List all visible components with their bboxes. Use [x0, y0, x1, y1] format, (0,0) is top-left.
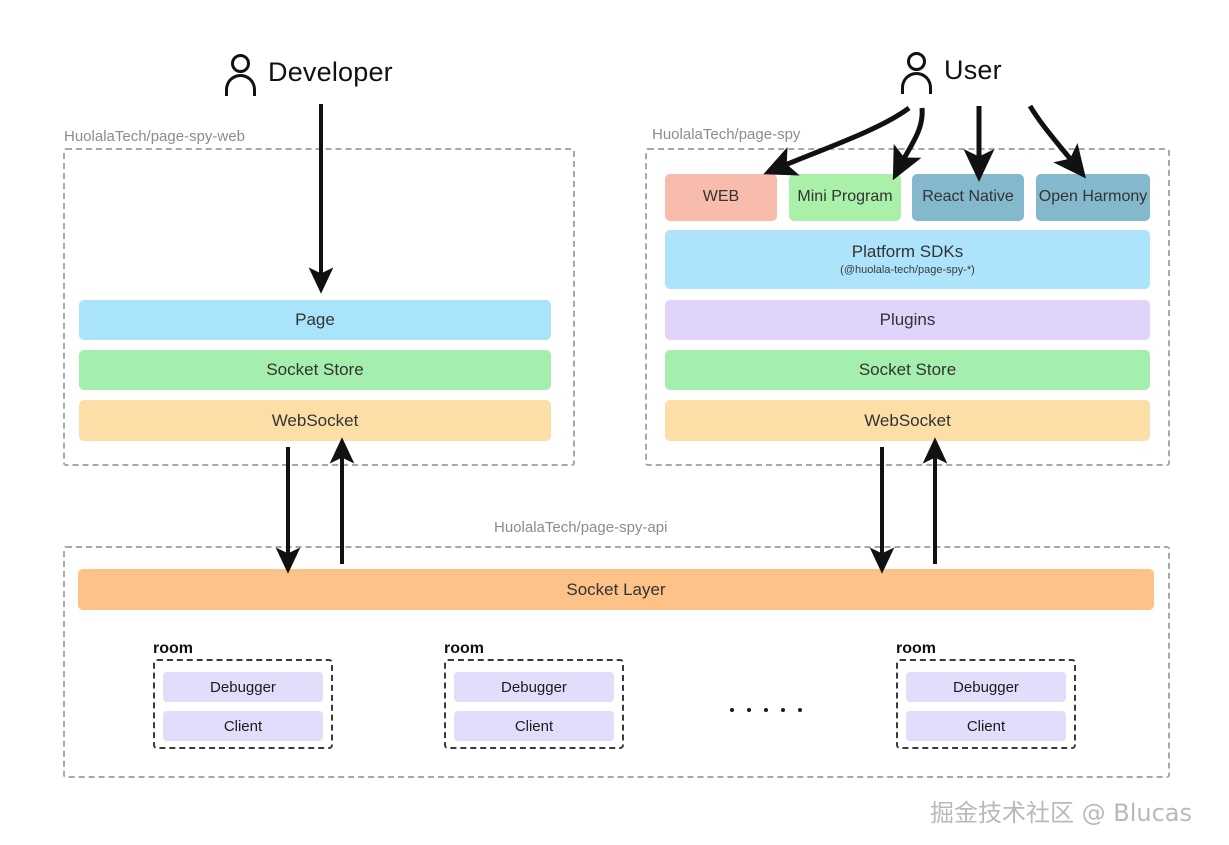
layer-websocket-spy-label: WebSocket: [864, 410, 951, 430]
person-icon: [900, 50, 934, 94]
layer-plugins: Plugins: [665, 300, 1150, 340]
actor-user-label: User: [944, 54, 1002, 85]
room-item-client: Client: [454, 711, 614, 741]
room-item-debugger: Debugger: [454, 672, 614, 702]
room-item-client: Client: [906, 711, 1066, 741]
room-box: [444, 659, 624, 749]
layer-socket-layer-label: Socket Layer: [566, 579, 666, 599]
platform-web: WEB: [665, 174, 777, 221]
rooms-ellipsis: [730, 708, 802, 712]
platform-open-harmony-label: Open Harmony: [1038, 188, 1148, 206]
platform-web-label: WEB: [702, 188, 740, 206]
platform-mini-program: Mini Program: [789, 174, 901, 221]
watermark: 掘金技术社区 @ Blucas: [930, 799, 1193, 827]
layer-websocket-web-label: WebSocket: [271, 410, 359, 430]
platform-react-native: React Native: [912, 174, 1024, 221]
layer-socket-store-spy: Socket Store: [665, 350, 1150, 390]
layer-socket-store-web-label: Socket Store: [266, 360, 364, 380]
person-icon: [224, 52, 258, 96]
layer-plugins-label: Plugins: [879, 310, 936, 330]
platform-open-harmony: Open Harmony: [1036, 174, 1150, 221]
layer-websocket-web: WebSocket: [79, 400, 551, 441]
room-box: [896, 659, 1076, 749]
room-title: room: [444, 640, 484, 657]
platform-mini-program-label: Mini Program: [797, 188, 893, 206]
room-item-client: Client: [163, 711, 323, 741]
room-title: room: [896, 640, 936, 657]
platform-react-native-label: React Native: [922, 188, 1014, 206]
layer-platform-sdks-sub: (@huolala-tech/page-spy-*): [840, 264, 975, 277]
layer-socket-layer: Socket Layer: [78, 569, 1154, 610]
room-title: room: [153, 640, 193, 657]
room-box: [153, 659, 333, 749]
layer-page-label: Page: [295, 310, 335, 330]
layer-socket-store-spy-label: Socket Store: [858, 360, 957, 380]
group-page-spy-api: [63, 546, 1170, 778]
group-title-page-spy-web: HuolalaTech/page-spy-web: [60, 128, 249, 145]
room-item-debugger: Debugger: [906, 672, 1066, 702]
layer-page: Page: [79, 300, 551, 340]
actor-developer: Developer: [224, 52, 393, 96]
layer-websocket-spy: WebSocket: [665, 400, 1150, 441]
room-item-debugger: Debugger: [163, 672, 323, 702]
actor-user: User: [900, 50, 1002, 94]
layer-platform-sdks-label: Platform SDKs: [851, 241, 964, 261]
actor-developer-label: Developer: [268, 56, 393, 87]
layer-socket-store-web: Socket Store: [79, 350, 551, 390]
group-title-page-spy-api: HuolalaTech/page-spy-api: [490, 519, 672, 536]
layer-platform-sdks: Platform SDKs (@huolala-tech/page-spy-*): [665, 230, 1150, 289]
group-title-page-spy: HuolalaTech/page-spy: [648, 126, 805, 143]
